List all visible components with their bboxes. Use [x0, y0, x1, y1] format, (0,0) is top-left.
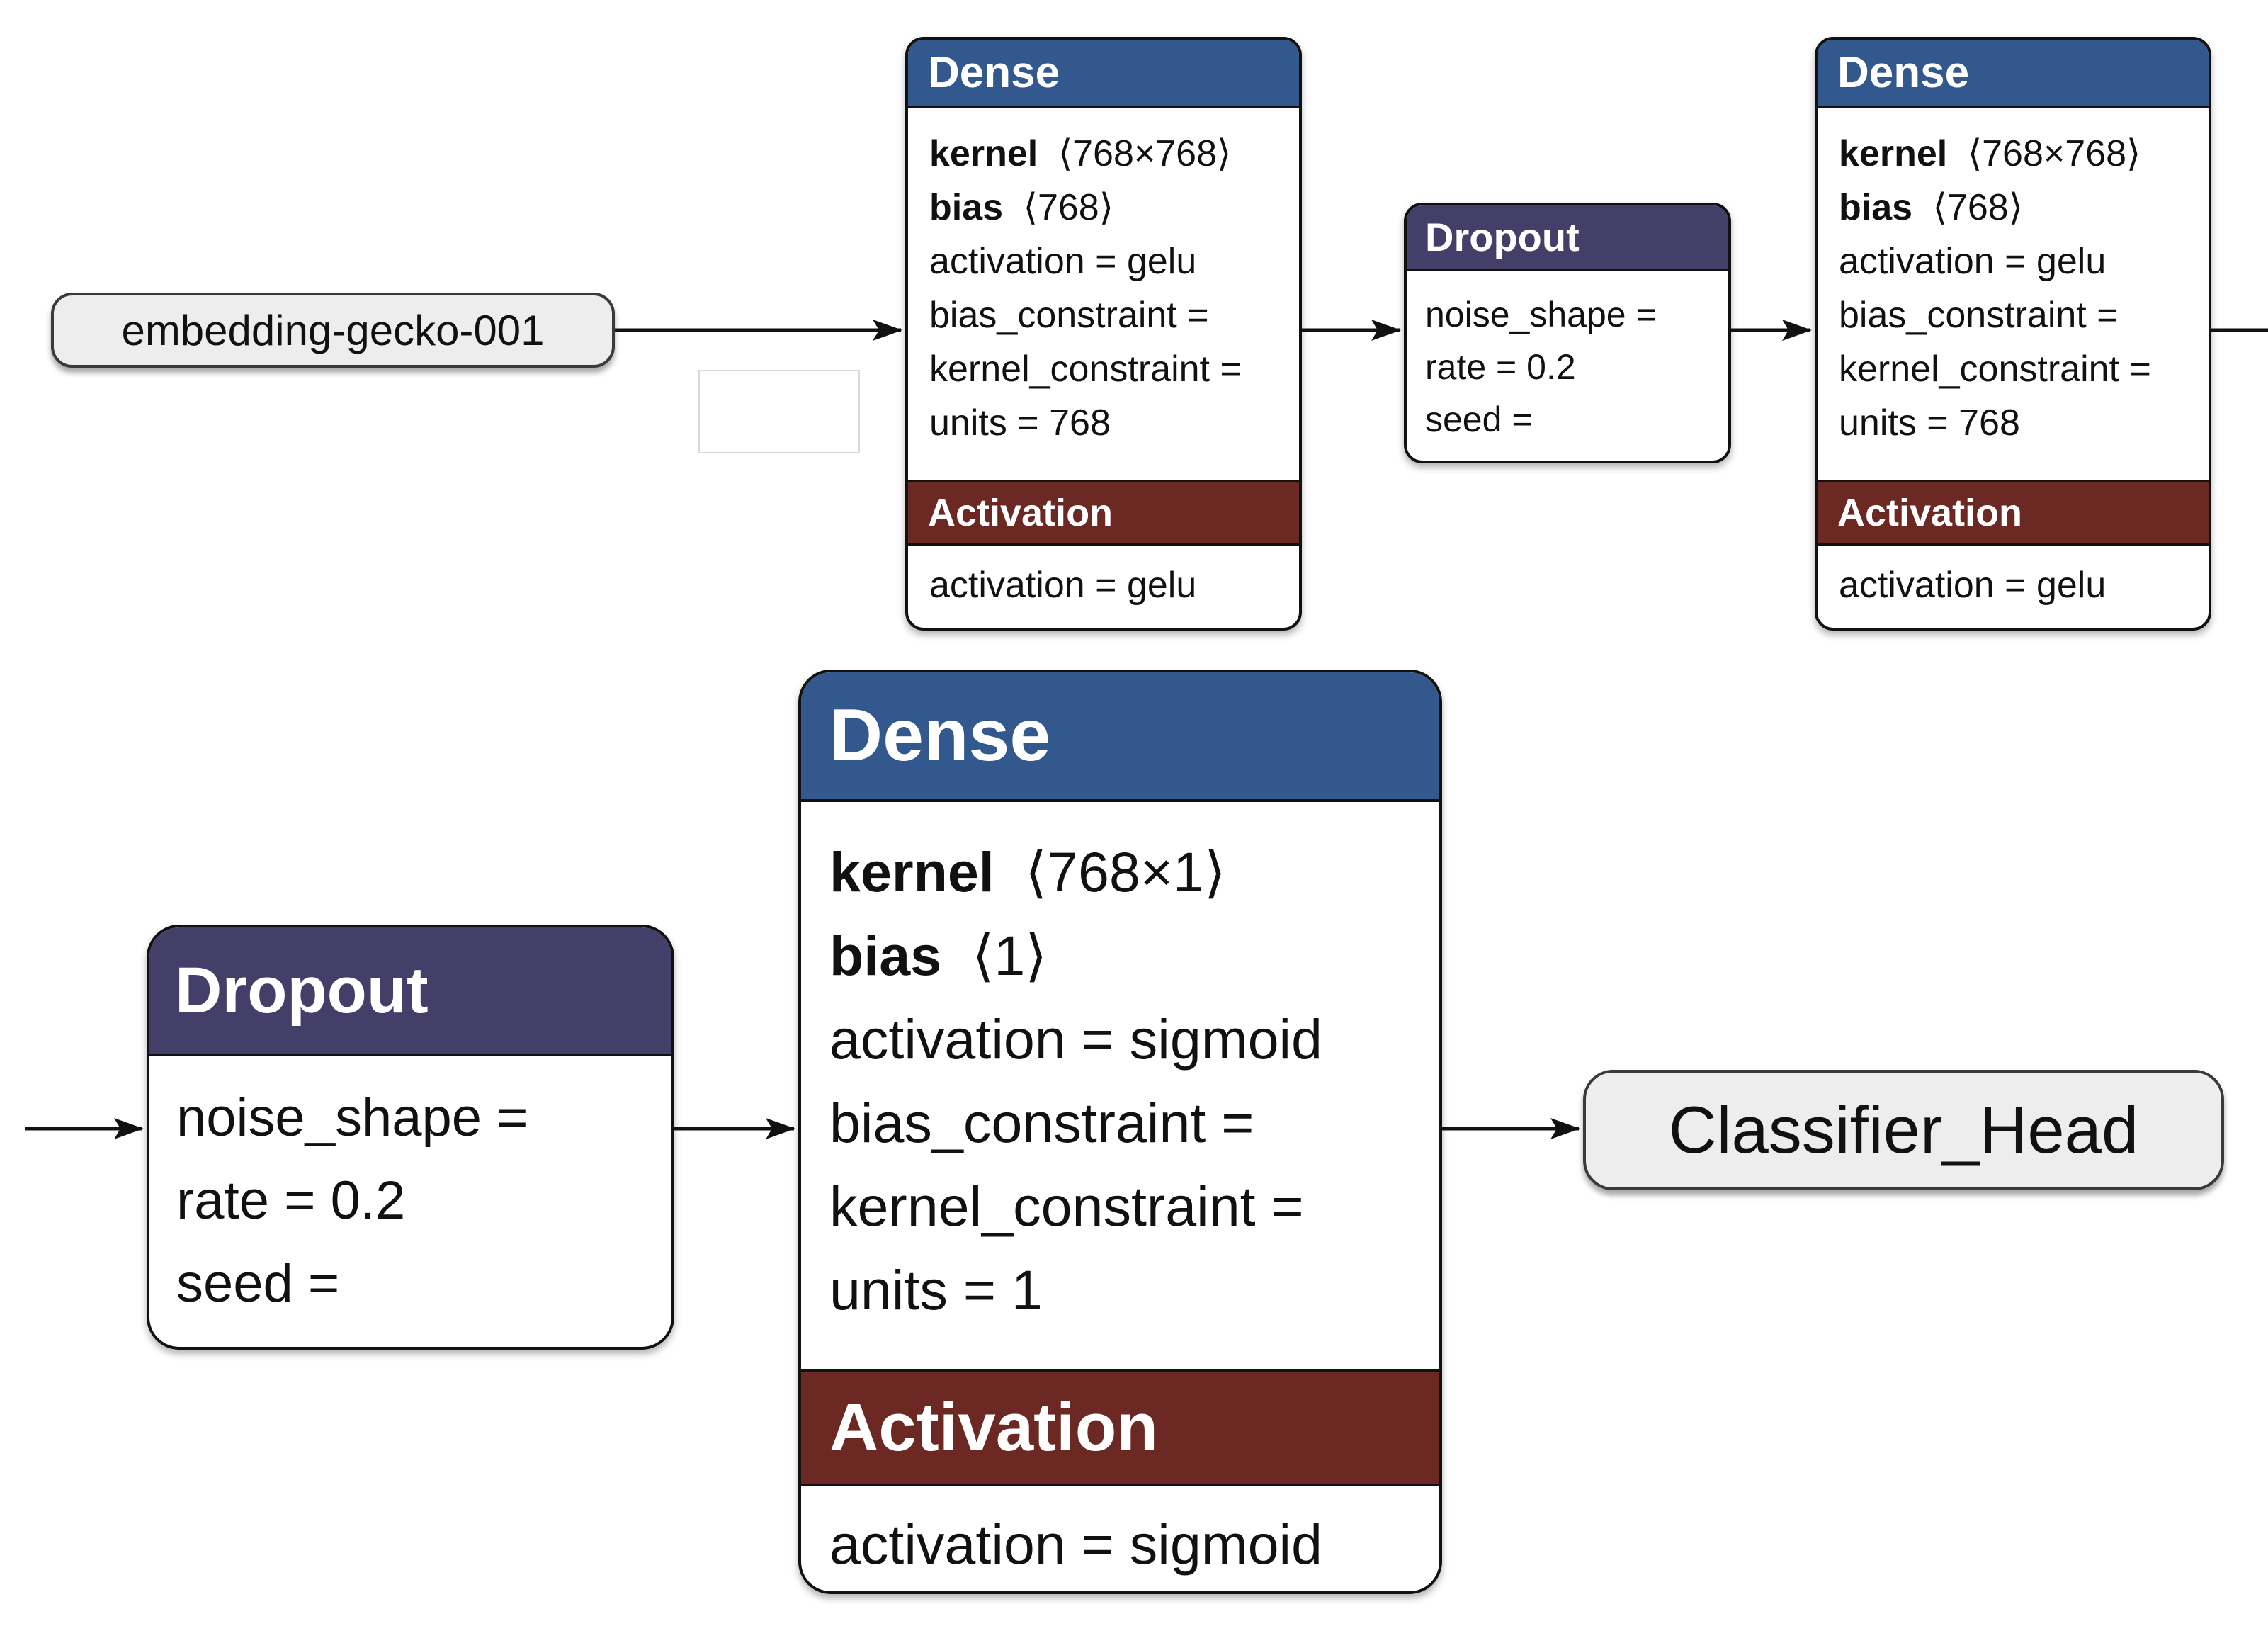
param-key: bias [829, 924, 942, 987]
node-dense-3[interactable]: Dense kernel ⟨768×1⟩ bias ⟨1⟩ activation =… [798, 670, 1442, 1594]
param-key: bias [929, 187, 1004, 228]
param-value: activation = gelu [929, 241, 1197, 282]
params-section: kernel ⟨768×1⟩ bias ⟨1⟩ activation = sigmo… [801, 802, 1439, 1369]
param-value: ⟨768×768⟩ [1058, 133, 1232, 174]
param-line: noise_shape = [1425, 288, 1714, 341]
param-line: kernel ⟨768×768⟩ [929, 127, 1282, 181]
activation-value-line: activation = sigmoid [801, 1486, 1439, 1591]
activation-band: Activation [908, 480, 1299, 546]
dense-header: Dense [1818, 40, 2209, 108]
param-value: kernel_constraint = [1839, 349, 2151, 390]
param-value: units = 768 [1839, 402, 2020, 444]
param-line: seed = [1425, 393, 1714, 446]
node-dropout-1[interactable]: Dropout noise_shape = rate = 0.2 seed = [1404, 203, 1731, 463]
param-line: bias ⟨768⟩ [1839, 181, 2192, 235]
param-line: kernel_constraint = [829, 1165, 1432, 1248]
params-section: noise_shape = rate = 0.2 seed = [1407, 271, 1728, 461]
node-dense-1[interactable]: Dense kernel ⟨768×768⟩ bias ⟨768⟩ activati… [905, 37, 1302, 631]
param-line: kernel ⟨768×1⟩ [829, 830, 1432, 914]
dense-title: Dense [829, 694, 1051, 777]
param-value: rate = 0.2 [176, 1170, 406, 1231]
param-line: activation = gelu [929, 235, 1282, 288]
param-key: bias [1839, 187, 1913, 228]
node-input-embedding[interactable]: embedding-gecko-001 [51, 293, 615, 368]
param-value: seed = [1425, 400, 1533, 439]
param-value: bias_constraint = [929, 295, 1209, 336]
node-dropout-2[interactable]: Dropout noise_shape = rate = 0.2 seed = [147, 925, 674, 1350]
param-key: kernel [1839, 133, 1948, 174]
param-line: units = 768 [929, 396, 1282, 450]
param-value: activation = gelu [1839, 241, 2107, 282]
param-line: units = 768 [1839, 396, 2192, 450]
param-value: units = 1 [829, 1258, 1043, 1321]
dropout-header: Dropout [1407, 205, 1728, 271]
dense-title: Dense [928, 48, 1060, 97]
param-line: rate = 0.2 [176, 1159, 653, 1242]
dense-title: Dense [1837, 48, 1970, 97]
param-line: kernel_constraint = [1839, 342, 2192, 396]
param-line: noise_shape = [176, 1076, 653, 1159]
param-value: bias_constraint = [829, 1091, 1254, 1154]
activation-band-title: Activation [928, 491, 1113, 534]
params-section: kernel ⟨768×768⟩ bias ⟨768⟩ activation = g… [1818, 108, 2209, 480]
param-value: ⟨1⟩ [972, 924, 1048, 987]
param-line: kernel_constraint = [929, 342, 1282, 396]
param-line: bias_constraint = [829, 1081, 1432, 1165]
activation-value-line: activation = gelu [1818, 546, 2209, 628]
node-dense-2[interactable]: Dense kernel ⟨768×768⟩ bias ⟨768⟩ activati… [1815, 37, 2211, 631]
params-section: noise_shape = rate = 0.2 seed = [149, 1056, 671, 1347]
params-section: kernel ⟨768×768⟩ bias ⟨768⟩ activation = g… [908, 108, 1299, 480]
node-output-classifier-head[interactable]: Classifier_Head [1583, 1070, 2224, 1190]
param-line: activation = gelu [1839, 235, 2192, 288]
param-value: ⟨768⟩ [1932, 187, 2023, 228]
param-value: activation = sigmoid [829, 1007, 1322, 1071]
param-line: units = 1 [829, 1248, 1432, 1332]
input-node-label: embedding-gecko-001 [121, 306, 545, 354]
empty-placeholder-box [698, 370, 860, 453]
param-line: kernel ⟨768×768⟩ [1839, 127, 2192, 181]
param-value: kernel_constraint = [929, 349, 1242, 390]
param-line: bias ⟨1⟩ [829, 914, 1432, 998]
param-value: ⟨768×768⟩ [1967, 133, 2141, 174]
dense-header: Dense [908, 40, 1299, 108]
activation-band-title: Activation [829, 1389, 1159, 1465]
activation-value: activation = sigmoid [829, 1513, 1322, 1576]
dropout-title: Dropout [1425, 215, 1580, 259]
dropout-header: Dropout [149, 927, 671, 1056]
dense-header: Dense [801, 672, 1439, 802]
param-line: rate = 0.2 [1425, 341, 1714, 393]
param-value: noise_shape = [176, 1088, 528, 1148]
param-value: bias_constraint = [1839, 295, 2119, 336]
param-line: bias ⟨768⟩ [929, 181, 1282, 235]
activation-value: activation = gelu [929, 565, 1197, 606]
param-value: noise_shape = [1425, 295, 1657, 334]
param-key: kernel [929, 133, 1038, 174]
activation-value: activation = gelu [1839, 565, 2107, 606]
param-value: kernel_constraint = [829, 1175, 1304, 1238]
param-value: ⟨768⟩ [1023, 187, 1113, 228]
param-line: activation = sigmoid [829, 998, 1432, 1081]
param-value: ⟨768×1⟩ [1025, 840, 1226, 903]
output-node-label: Classifier_Head [1668, 1093, 2139, 1167]
param-line: seed = [176, 1242, 653, 1325]
param-key: kernel [829, 840, 994, 903]
param-value: seed = [176, 1253, 340, 1314]
activation-value-line: activation = gelu [908, 546, 1299, 628]
param-line: bias_constraint = [929, 288, 1282, 342]
activation-band-title: Activation [1837, 491, 2023, 534]
dropout-title: Dropout [175, 954, 429, 1027]
activation-band: Activation [801, 1369, 1439, 1486]
activation-band: Activation [1818, 480, 2209, 546]
param-line: bias_constraint = [1839, 288, 2192, 342]
param-value: rate = 0.2 [1425, 347, 1576, 387]
param-value: units = 768 [929, 402, 1111, 444]
